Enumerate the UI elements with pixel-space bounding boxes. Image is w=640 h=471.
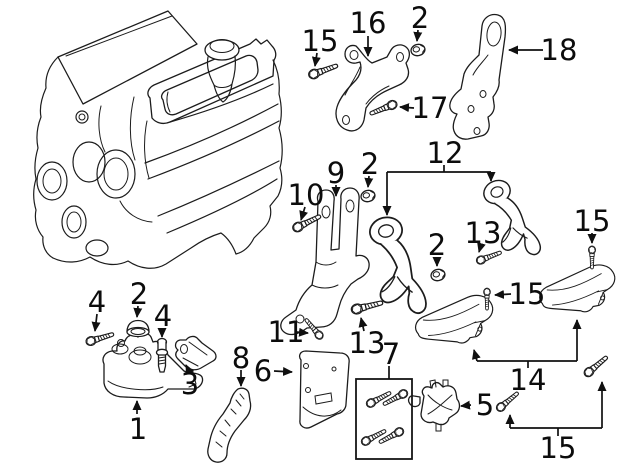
- callout-label: 17: [412, 91, 449, 125]
- callout-label: 5: [476, 388, 494, 422]
- callout-11: 11: [268, 315, 309, 349]
- callout-2-mid: 2: [361, 147, 379, 188]
- callout-7: 7: [382, 337, 400, 379]
- bolt-15-top: [306, 60, 340, 81]
- callout-label: 15: [540, 431, 577, 465]
- callout-15-top: 15: [302, 24, 339, 67]
- bolt-17: [367, 98, 399, 119]
- mount-5: [407, 379, 461, 432]
- callout-label: 9: [327, 156, 345, 190]
- callout-label: 2: [428, 228, 446, 262]
- callout-label: 16: [350, 6, 387, 40]
- nut-2-lower: [429, 267, 447, 283]
- callout-label: 7: [382, 337, 400, 371]
- callout-13-left: 13: [349, 317, 386, 360]
- callout-label: 11: [268, 315, 305, 349]
- callout-label: 2: [411, 1, 429, 35]
- stud-4: [155, 337, 169, 373]
- bracket-3: [174, 335, 217, 371]
- callout-12: 12: [382, 136, 496, 216]
- nut-2-mid: [359, 188, 377, 204]
- cap-nut-2: [126, 319, 150, 338]
- bracket-9: [280, 187, 370, 336]
- callout-label: 3: [181, 367, 199, 401]
- callout-label: 13: [349, 326, 386, 360]
- hardware-box-7: [355, 378, 413, 460]
- callout-9: 9: [327, 156, 345, 197]
- bracket-16: [335, 44, 411, 132]
- callout-10: 10: [288, 178, 325, 221]
- callout-8: 8: [232, 341, 250, 387]
- callout-15-mid: 15: [494, 277, 546, 311]
- callout-label: 15: [302, 24, 339, 58]
- callout-label: 15: [574, 204, 611, 238]
- callout-4-left: 4: [88, 285, 106, 332]
- plate-6: [299, 350, 350, 429]
- bolt-15-bottom-right: [581, 352, 611, 380]
- callout-15-bottom: 15: [505, 381, 607, 465]
- callout-17: 17: [399, 91, 449, 125]
- callout-label: 13: [465, 216, 502, 250]
- callout-label: 14: [510, 363, 547, 397]
- callout-label: 6: [254, 354, 272, 388]
- callout-1: 1: [129, 400, 147, 446]
- strut-mount-12a: [357, 210, 436, 315]
- callout-6: 6: [254, 354, 293, 388]
- bolt-4: [84, 329, 116, 348]
- callout-4-right: 4: [154, 299, 172, 338]
- bolt-13-left: [349, 297, 385, 316]
- callout-2-top: 2: [411, 1, 429, 42]
- callout-16: 16: [350, 6, 387, 57]
- callout-label: 8: [232, 341, 250, 375]
- callout-2-lower: 2: [428, 228, 446, 267]
- callout-3: 3: [181, 364, 199, 401]
- callout-label: 15: [509, 277, 546, 311]
- callout-label: 12: [427, 136, 464, 170]
- callout-15-right: 15: [574, 204, 611, 244]
- bracket-18: [449, 13, 507, 140]
- callout-14: 14: [472, 319, 582, 397]
- callout-13-right: 13: [465, 216, 502, 253]
- nut-2-top: [409, 42, 427, 58]
- callout-label: 1: [129, 412, 147, 446]
- callout-label: 10: [288, 178, 325, 212]
- mount-cover-14b: [537, 263, 618, 315]
- callout-label: 4: [88, 285, 106, 319]
- callout-label: 18: [541, 33, 578, 67]
- callout-18: 18: [508, 33, 578, 67]
- engine-block: [33, 10, 283, 269]
- callout-label: 2: [130, 277, 148, 311]
- callout-5: 5: [460, 388, 494, 422]
- callout-2-left: 2: [130, 277, 148, 318]
- bracket-8: [207, 387, 252, 463]
- callout-label: 2: [361, 147, 379, 181]
- callout-label: 4: [154, 299, 172, 333]
